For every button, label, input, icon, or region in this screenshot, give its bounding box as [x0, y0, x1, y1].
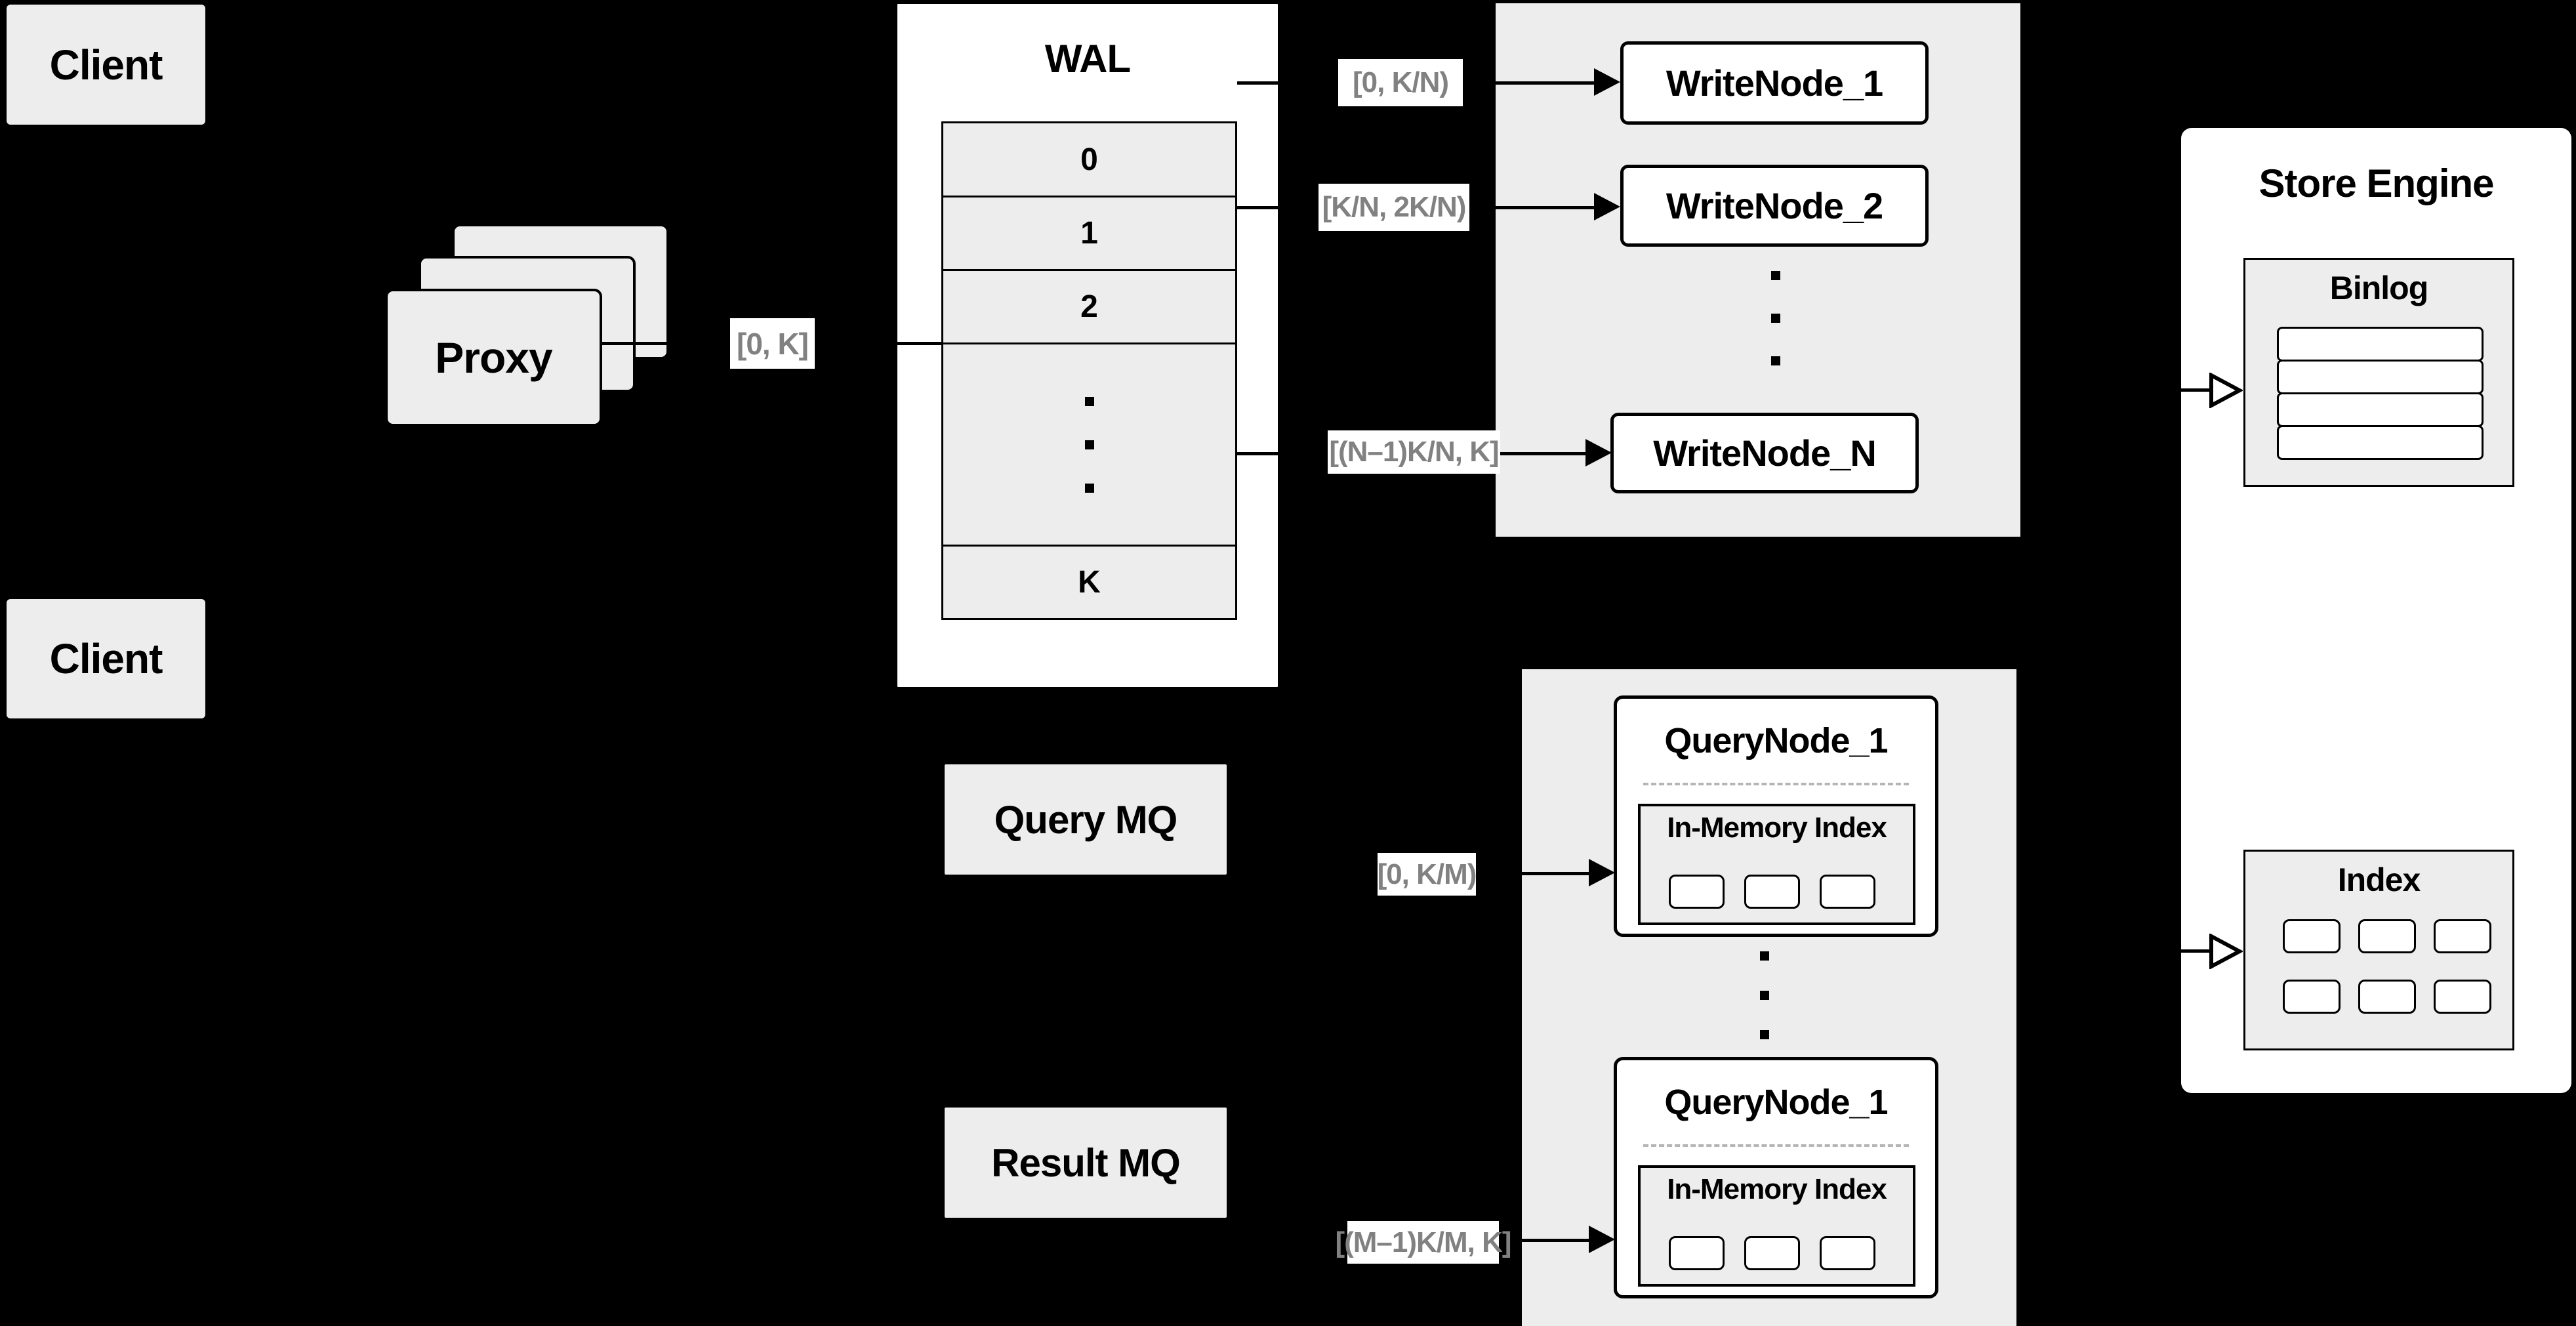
client-box-bottom: Client	[7, 599, 205, 718]
arrowhead-querynode-bottom-icon	[1589, 1226, 1615, 1253]
arrowhead-querynode-top-icon	[1589, 859, 1615, 886]
binlog-title: Binlog	[2329, 270, 2429, 306]
index-chip	[2358, 980, 2416, 1014]
range-label-querynode-top: [0, K/M)	[1378, 853, 1477, 896]
index-chip	[1669, 875, 1725, 909]
writenode-n-box: WriteNode_N	[1610, 413, 1919, 493]
ellipsis-dot	[1760, 1030, 1769, 1039]
connector-to-writenode-2	[1469, 206, 1595, 209]
querynode-bottom-box: QueryNode_1 In-Memory Index	[1614, 1057, 1938, 1298]
binlog-row	[2277, 425, 2484, 460]
arrowhead-writenode-2-icon	[1594, 193, 1620, 220]
in-memory-index-box-bottom: In-Memory Index	[1638, 1165, 1915, 1287]
ellipsis-dot	[1760, 951, 1769, 961]
range-label-writenode-2: [K/N, 2K/N)	[1319, 184, 1469, 231]
writenode-n-label: WriteNode_N	[1653, 432, 1877, 474]
index-chip	[2283, 919, 2341, 953]
range-label-proxy-wal: [0, K]	[730, 318, 815, 369]
ellipsis-dot	[1771, 356, 1780, 365]
ellipsis-dot	[1084, 483, 1094, 493]
connector-to-writenode-n	[1500, 452, 1587, 455]
index-chip	[1744, 875, 1800, 909]
ellipsis-dot	[1084, 440, 1094, 449]
client-top-label: Client	[49, 41, 163, 89]
wal-row-0: 0	[941, 121, 1237, 197]
wal-row-1-label: 1	[1080, 216, 1098, 251]
binlog-box: Binlog	[2243, 258, 2514, 487]
arrowhead-writenode-n-icon	[1585, 439, 1612, 466]
in-memory-index-bottom-label: In-Memory Index	[1667, 1173, 1887, 1205]
wal-row-k-label: K	[1078, 565, 1101, 600]
connector-wal-to-label-1	[1237, 81, 1338, 85]
wal-segment-table: 0 1 2 K	[941, 121, 1237, 620]
wal-row-0-label: 0	[1080, 142, 1098, 177]
index-chip	[2434, 980, 2491, 1014]
querynode-top-box: QueryNode_1 In-Memory Index	[1614, 695, 1938, 937]
wal-title: WAL	[1044, 37, 1131, 81]
connector-querynodes-to-index	[2024, 949, 2214, 953]
range-label-querynode-bottom: [(M–1)K/M, K]	[1335, 1221, 1512, 1264]
range-label-writenode-1: [0, K/N)	[1338, 59, 1463, 106]
store-engine-title: Store Engine	[2259, 161, 2494, 205]
connector-wal-to-label-2	[1237, 206, 1319, 209]
index-chip	[1669, 1236, 1725, 1270]
dashed-divider	[1643, 783, 1909, 785]
in-memory-index-top-label: In-Memory Index	[1667, 812, 1887, 844]
wal-row-2: 2	[941, 269, 1237, 344]
result-mq-label: Result MQ	[991, 1140, 1181, 1185]
wal-row-ellipsis	[941, 342, 1237, 547]
client-bottom-label: Client	[49, 635, 163, 682]
connector-writenodes-to-binlog	[2024, 388, 2214, 392]
proxy-card-front: Proxy	[385, 289, 602, 426]
query-mq-box: Query MQ	[945, 764, 1227, 875]
range-label-writenode-n: [(N–1)K/N, K]	[1328, 430, 1500, 474]
client-box-top: Client	[7, 5, 205, 125]
writenode-1-label: WriteNode_1	[1666, 62, 1883, 104]
writenode-2-box: WriteNode_2	[1620, 165, 1929, 247]
ellipsis-dot	[1771, 314, 1780, 323]
binlog-row	[2277, 360, 2484, 394]
writenode-2-label: WriteNode_2	[1666, 185, 1883, 226]
query-mq-label: Query MQ	[994, 797, 1178, 842]
index-chip	[1820, 875, 1875, 909]
hollow-arrowhead-binlog-icon	[2209, 373, 2243, 408]
arrowhead-writenode-1-icon	[1594, 68, 1620, 96]
binlog-row	[2277, 327, 2484, 362]
dashed-divider	[1643, 1144, 1909, 1147]
connector-to-querynode-top	[1476, 872, 1591, 875]
ellipsis-dot	[1771, 271, 1780, 280]
hollow-arrowhead-index-icon	[2209, 934, 2243, 969]
querynode-bottom-title: QueryNode_1	[1664, 1083, 1888, 1122]
proxy-label: Proxy	[435, 333, 552, 382]
querynode-top-title: QueryNode_1	[1664, 721, 1888, 760]
ellipsis-dot	[1760, 991, 1769, 1000]
connector-wal-to-label-n	[1237, 452, 1328, 455]
ellipsis-dot	[1084, 396, 1094, 406]
index-chip	[2358, 919, 2416, 953]
result-mq-box: Result MQ	[945, 1108, 1227, 1218]
index-box: Index	[2243, 850, 2514, 1050]
wal-row-k: K	[941, 545, 1237, 620]
index-chip	[1744, 1236, 1800, 1270]
writenode-1-box: WriteNode_1	[1620, 41, 1929, 125]
in-memory-index-box-top: In-Memory Index	[1638, 804, 1915, 925]
index-chip	[1820, 1236, 1875, 1270]
connector-to-querynode-bottom	[1499, 1239, 1591, 1242]
index-title: Index	[2337, 861, 2421, 898]
index-chip	[2434, 919, 2491, 953]
wal-row-1: 1	[941, 196, 1237, 271]
connector-to-writenode-1	[1463, 81, 1595, 85]
binlog-row	[2277, 392, 2484, 427]
binlog-rows	[2277, 327, 2484, 460]
wal-row-2-label: 2	[1080, 289, 1098, 324]
index-chip	[2283, 980, 2341, 1014]
